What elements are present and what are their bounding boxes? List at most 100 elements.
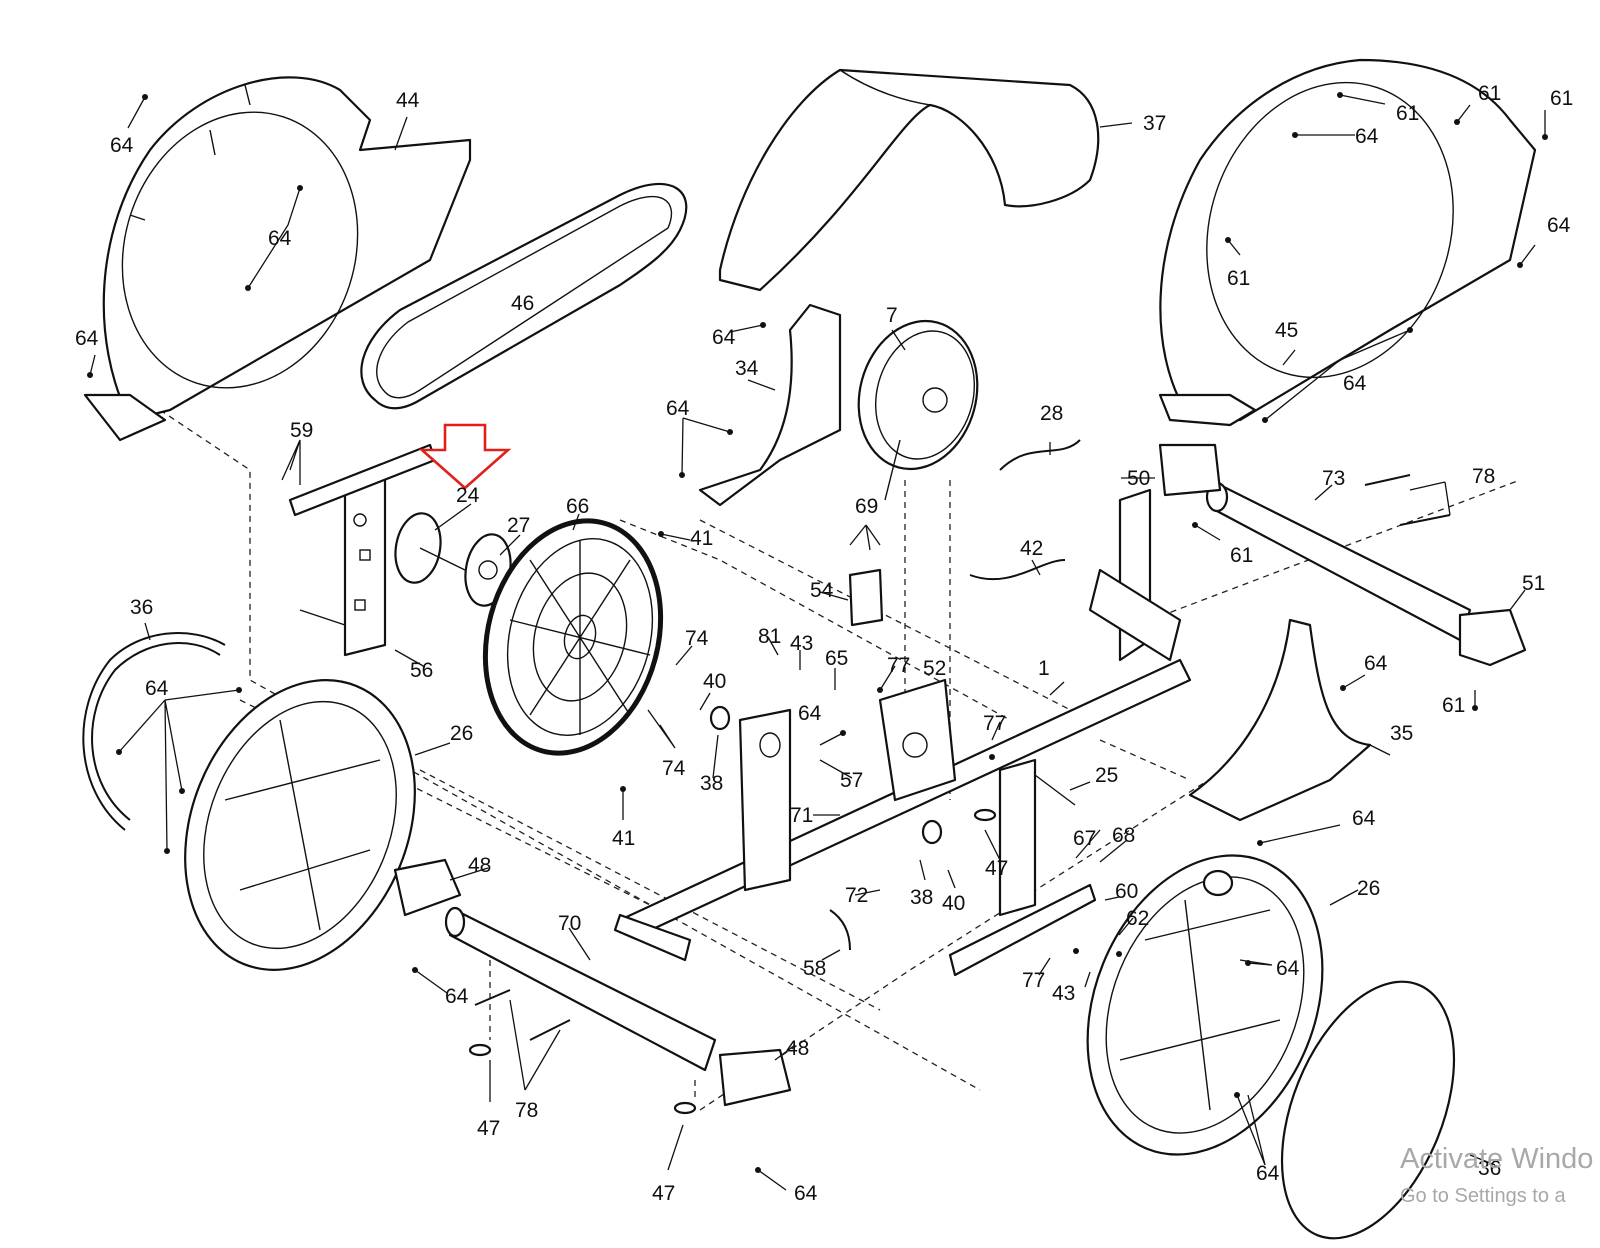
callout-64: 64 [445,985,469,1008]
callout-45: 45 [1275,319,1298,342]
callout-59: 59 [290,419,313,442]
callout-54: 54 [810,579,834,602]
callout-64: 64 [1355,125,1379,148]
part-26-left-crank-disc [184,679,416,971]
callout-48: 48 [786,1037,809,1060]
callout-69: 69 [855,495,878,518]
callout-64: 64 [1364,652,1388,675]
callout-64: 64 [712,326,736,349]
callout-28: 28 [1040,402,1063,425]
callout-57: 57 [840,769,863,792]
watermark-line-2: Go to Settings to a [1400,1185,1567,1207]
callout-64: 64 [1343,372,1367,395]
part-35-upright-shroud [1188,618,1372,822]
part-7-flywheel [857,319,979,501]
part-70-front-stabilizer [393,858,792,1107]
callout-43: 43 [1052,982,1075,1005]
callout-61: 61 [1550,87,1573,110]
callout-38: 38 [910,886,933,909]
callout-58: 58 [803,957,826,980]
callout-labels: 1 7 24 25 26 26 27 28 34 35 36 36 37 38 … [75,82,1573,1205]
callout-64: 64 [1547,214,1571,237]
callout-47: 47 [477,1117,500,1140]
callout-61: 61 [1230,544,1253,567]
part-45-right-shroud [1158,58,1537,427]
callout-41: 41 [612,827,635,850]
callout-78: 78 [515,1099,538,1122]
callout-48: 48 [468,854,491,877]
part-26-right-crank-disc [1086,854,1324,1156]
callout-36: 36 [130,596,153,619]
callout-72: 72 [845,884,868,907]
callout-64: 64 [110,134,134,157]
callout-65: 65 [825,647,848,670]
callout-27: 27 [507,514,530,537]
callout-68: 68 [1112,824,1135,847]
callout-37: 37 [1143,112,1166,135]
part-46-drive-belt [360,182,688,410]
callout-64: 64 [666,397,690,420]
callout-64: 64 [145,677,169,700]
callout-7: 7 [886,304,898,327]
callout-1: 1 [1038,657,1050,680]
callout-24: 24 [456,484,480,507]
callout-43: 43 [790,632,813,655]
watermark-line-1: Activate Windo [1400,1143,1593,1175]
callout-40: 40 [703,670,726,693]
part-25-bracket [948,758,1097,977]
callout-36: 36 [1478,1157,1501,1180]
callout-74: 74 [662,757,686,780]
callout-61: 61 [1227,267,1250,290]
part-73-rear-stabilizer [1158,443,1527,667]
callout-67: 67 [1073,827,1096,850]
callout-64: 64 [798,702,822,725]
part-37-top-shroud [718,68,1100,292]
part-34-upright-shroud [698,303,842,507]
callout-78: 78 [1472,465,1495,488]
callout-52: 52 [923,657,946,680]
callout-47: 47 [652,1182,675,1205]
callout-81: 81 [758,625,781,648]
callout-41: 41 [690,527,713,550]
callout-38: 38 [700,772,723,795]
activation-watermark: Activate Windo Go to Settings to a [1400,1143,1593,1207]
callout-71: 71 [790,804,813,827]
callout-46: 46 [511,292,534,315]
callout-64: 64 [1256,1162,1280,1185]
callout-26: 26 [1357,877,1380,900]
callout-25: 25 [1095,764,1118,787]
callout-61: 61 [1478,82,1501,105]
callout-61: 61 [1442,694,1465,717]
callout-70: 70 [558,912,581,935]
part-54-motor [848,568,884,627]
callout-35: 35 [1390,722,1413,745]
callout-26: 26 [450,722,473,745]
part-56-bracket [288,443,437,657]
callout-73: 73 [1322,467,1345,490]
callout-77: 77 [983,712,1006,735]
callout-60: 60 [1115,880,1138,903]
part-44-left-shroud [83,76,472,442]
leader-lines [89,94,1546,1191]
callout-40: 40 [942,892,965,915]
callout-61: 61 [1396,102,1419,125]
part-52-bracket [878,678,957,802]
callout-64: 64 [75,327,99,350]
part-66-pulley [482,518,664,756]
callout-66: 66 [566,495,589,518]
part-36-right-cover [1280,980,1456,1240]
callout-64: 64 [1276,957,1300,980]
callout-47: 47 [985,857,1008,880]
callout-56: 56 [410,659,433,682]
callout-64: 64 [1352,807,1376,830]
callout-34: 34 [735,357,759,380]
callout-64: 64 [794,1182,818,1205]
callout-74: 74 [685,627,709,650]
callout-77: 77 [1022,969,1045,992]
callout-50: 50 [1127,467,1150,490]
callout-51: 51 [1522,572,1545,595]
callout-64: 64 [268,227,292,250]
callout-62: 62 [1126,907,1149,930]
callout-42: 42 [1020,537,1043,560]
